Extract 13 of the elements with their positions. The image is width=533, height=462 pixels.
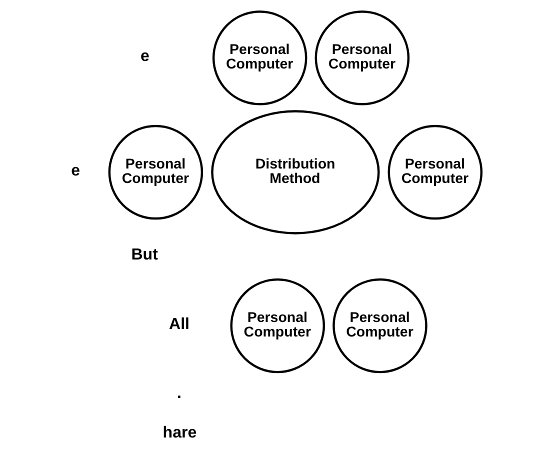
node-circle: Personal Computer [230,278,326,374]
node-circle: Personal Computer [314,10,410,106]
label: e [140,46,150,65]
node-circle: Personal Computer [388,124,483,220]
node-ellipse: Distribution Method [211,110,380,234]
label: e [71,161,80,180]
label: All [169,314,190,333]
node-circle: Personal Computer [108,124,204,220]
label: hare [162,423,197,442]
node-circle: Personal Computer [332,278,428,374]
node-circle: Personal Computer [212,10,308,106]
label: But [131,245,158,264]
label: . [177,384,182,402]
